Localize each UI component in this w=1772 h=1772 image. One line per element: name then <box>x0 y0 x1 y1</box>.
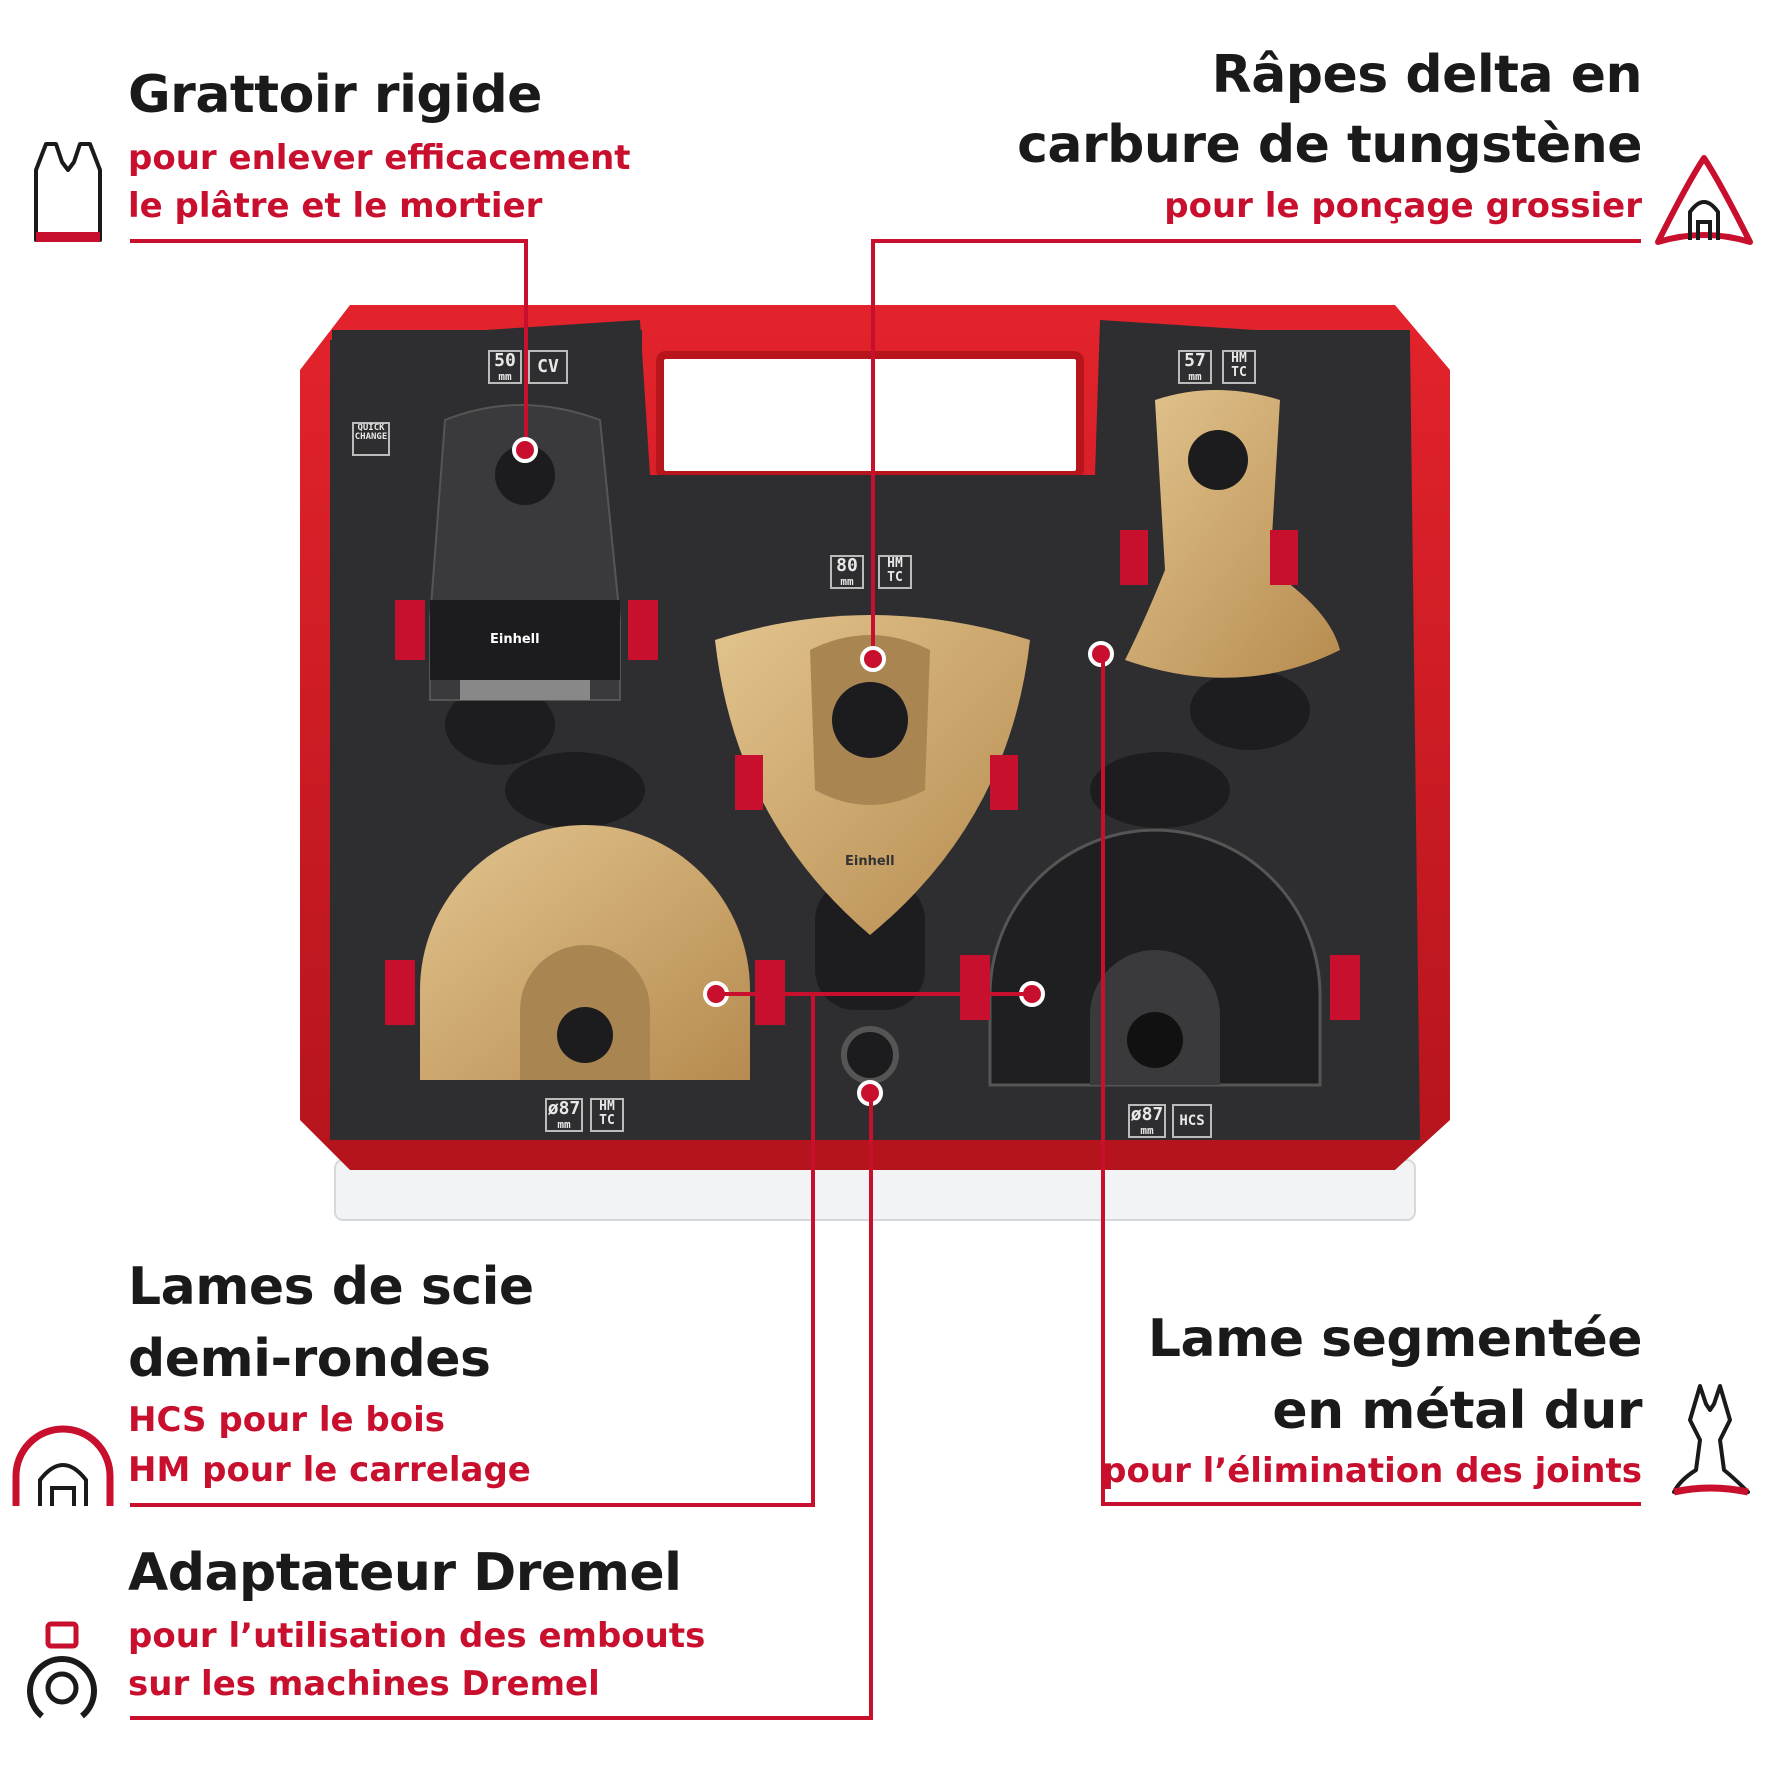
right-round-material-label: HCS <box>1172 1104 1212 1138</box>
leader-line <box>524 239 528 451</box>
scraper-icon <box>34 142 102 242</box>
callout-marker <box>512 437 538 463</box>
segment-blade-icon <box>1672 1384 1750 1496</box>
label-unit: mm <box>557 1117 571 1131</box>
dremel-adapter-icon <box>27 1621 97 1719</box>
dremel-desc-2: sur les machines Dremel <box>128 1664 600 1704</box>
scraper-title: Grattoir rigide <box>128 65 542 125</box>
dremel-desc-1: pour l’utilisation des embouts <box>128 1616 706 1656</box>
brand-label: Einhell <box>845 854 895 869</box>
delta-sanding-icon <box>1655 155 1753 245</box>
brand-label: Einhell <box>490 632 540 647</box>
scraper-desc-2: le plâtre et le mortier <box>128 186 543 226</box>
label-size: 50 <box>494 350 516 371</box>
segment-title-1: Lame segmentée <box>1147 1309 1643 1369</box>
label-unit: mm <box>840 574 854 588</box>
segment-material-label: HM TC <box>1222 350 1256 384</box>
label-size: ø87 <box>547 1098 581 1119</box>
quick-change-label: QUICK CHANGE <box>352 422 390 456</box>
half-round-title-2: demi-rondes <box>128 1329 491 1389</box>
segment-desc-1: pour l’élimination des joints <box>1102 1451 1642 1491</box>
delta-title-2: carbure de tungstène <box>1017 115 1642 175</box>
label-unit: mm <box>1140 1123 1154 1137</box>
leader-line <box>1101 1502 1641 1506</box>
delta-title-1: Râpes delta en <box>1211 45 1643 105</box>
label-size: ø87 <box>1130 1104 1164 1125</box>
leader-line <box>871 239 1641 243</box>
label-unit: mm <box>498 369 512 383</box>
delta-desc-1: pour le ponçage grossier <box>1164 186 1642 226</box>
half-round-blade-icon <box>12 1425 114 1506</box>
leader-line <box>716 992 1032 996</box>
leader-line <box>811 992 815 1507</box>
scraper-desc-1: pour enlever efficacement <box>128 138 631 178</box>
label-size: 57 <box>1184 350 1206 371</box>
label-unit: mm <box>1188 369 1202 383</box>
half-round-desc-2: HM pour le carrelage <box>128 1450 531 1490</box>
dremel-title: Adaptateur Dremel <box>128 1543 682 1603</box>
leader-line <box>130 1716 873 1720</box>
leader-line <box>1101 654 1105 1506</box>
leader-line <box>869 1093 873 1720</box>
segment-title-2: en métal dur <box>1272 1381 1642 1441</box>
scraper-material-label: CV <box>528 350 568 384</box>
left-round-material-label: HM TC <box>590 1098 624 1132</box>
leader-line <box>130 239 528 243</box>
callout-marker <box>860 646 886 672</box>
half-round-desc-1: HCS pour le bois <box>128 1400 446 1440</box>
leader-line <box>130 1503 815 1507</box>
label-size: 80 <box>836 555 858 576</box>
half-round-title-1: Lames de scie <box>128 1257 534 1317</box>
delta-material-label: HM TC <box>878 555 912 589</box>
leader-line <box>871 239 875 659</box>
